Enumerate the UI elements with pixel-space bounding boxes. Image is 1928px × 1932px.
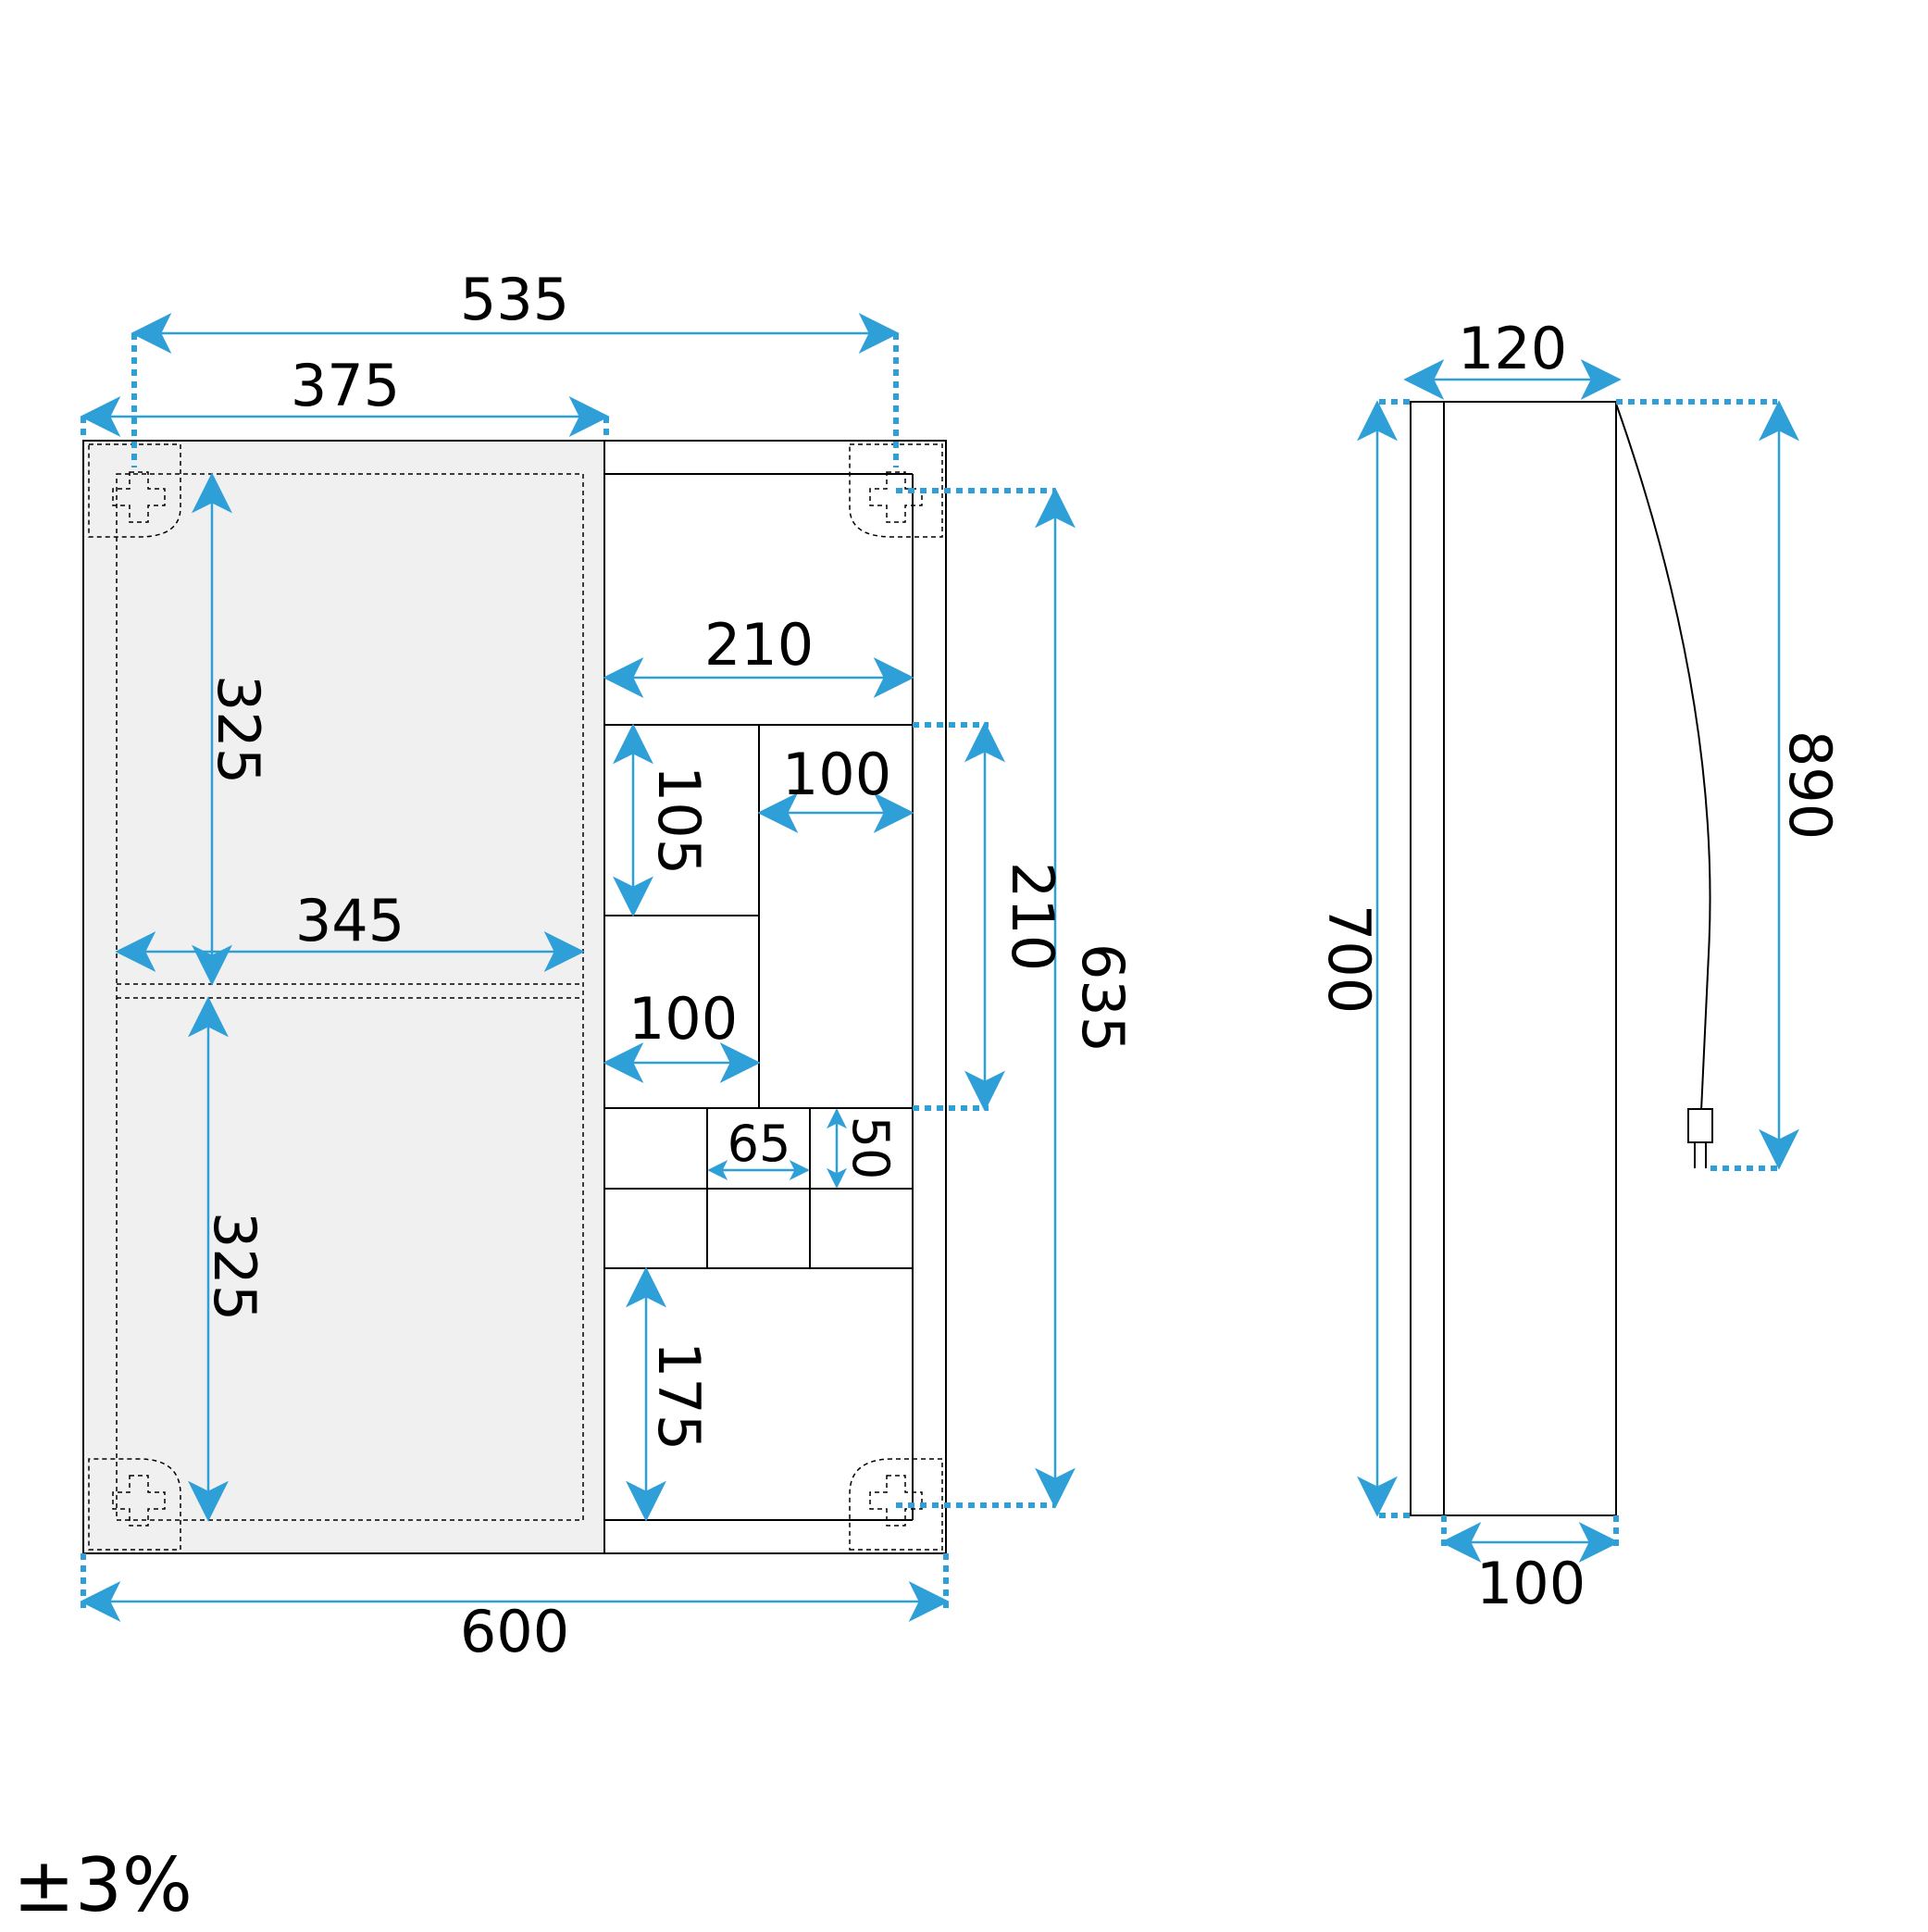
mount-bracket-top-right-icon [849, 443, 943, 538]
mirror-door [82, 440, 605, 1554]
label-105: 105 [645, 766, 713, 875]
label-535: 535 [460, 266, 569, 333]
label-890: 890 [1776, 730, 1844, 840]
label-175: 175 [645, 1341, 713, 1451]
plug-icon [1687, 1108, 1713, 1168]
label-325-bottom: 325 [201, 1212, 268, 1321]
cabinet-outline [82, 440, 947, 1554]
label-210-top: 210 [704, 611, 814, 679]
label-100-side: 100 [1476, 1550, 1586, 1617]
label-345: 345 [295, 887, 404, 954]
label-100-lower: 100 [628, 985, 738, 1053]
label-700: 700 [1315, 904, 1383, 1014]
label-50: 50 [841, 1116, 900, 1180]
label-210-side: 210 [999, 862, 1066, 971]
label-635: 635 [1069, 943, 1137, 1053]
front-view: 535 375 210 100 105 210 635 325 345 100 … [80, 266, 1137, 1665]
label-600: 600 [460, 1598, 569, 1665]
mount-bracket-top-left-icon [88, 443, 181, 538]
side-body [1410, 401, 1617, 1516]
tolerance-note: ±3% [13, 1842, 193, 1928]
label-65: 65 [728, 1115, 791, 1173]
mount-bracket-bottom-right-icon [849, 1458, 943, 1551]
label-325-top: 325 [205, 675, 272, 784]
power-cord [1615, 403, 1711, 1112]
label-120: 120 [1458, 315, 1567, 382]
label-100-upper: 100 [782, 741, 891, 808]
mount-bracket-bottom-left-icon [88, 1458, 181, 1551]
label-375: 375 [291, 352, 400, 419]
side-view: 120 700 890 100 [1315, 315, 1844, 1617]
